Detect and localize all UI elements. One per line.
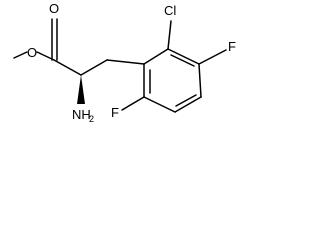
ring-inner-bond-1 bbox=[170, 54, 195, 67]
atom-amine-subscript: 2 bbox=[89, 114, 94, 124]
bond-alpha-amine-wedge bbox=[77, 75, 85, 104]
atom-fluorine-top: F bbox=[228, 39, 236, 54]
atom-fluorine-bottom: F bbox=[111, 105, 119, 120]
structure-diagram: O O NH 2 Cl F F bbox=[13, 1, 236, 124]
ring-bond-2 bbox=[167, 48, 200, 65]
atom-amine: NH bbox=[72, 107, 91, 122]
atom-ester-oxygen: O bbox=[27, 45, 37, 60]
ring-bond-5 bbox=[143, 96, 176, 113]
bond-carbonyl-alpha bbox=[53, 59, 82, 76]
ring-bond-1 bbox=[143, 48, 169, 65]
ring-bond-4 bbox=[174, 96, 202, 113]
bond-ch2-ring bbox=[106, 59, 145, 65]
bond-methyl-oxygen bbox=[13, 51, 28, 59]
bond-ring-chlorine bbox=[167, 20, 172, 50]
bond-ring-fluorine-bottom bbox=[121, 96, 145, 111]
atom-carbonyl-oxygen: O bbox=[49, 1, 59, 16]
ring-bond-3 bbox=[198, 63, 202, 98]
bond-alpha-ch2 bbox=[80, 59, 108, 76]
atom-chlorine: Cl bbox=[164, 3, 176, 18]
bond-ester-oxygen-carbonyl bbox=[36, 51, 55, 61]
ring-inner-bond-2 bbox=[175, 94, 197, 107]
bond-ring-fluorine-top bbox=[198, 49, 227, 65]
